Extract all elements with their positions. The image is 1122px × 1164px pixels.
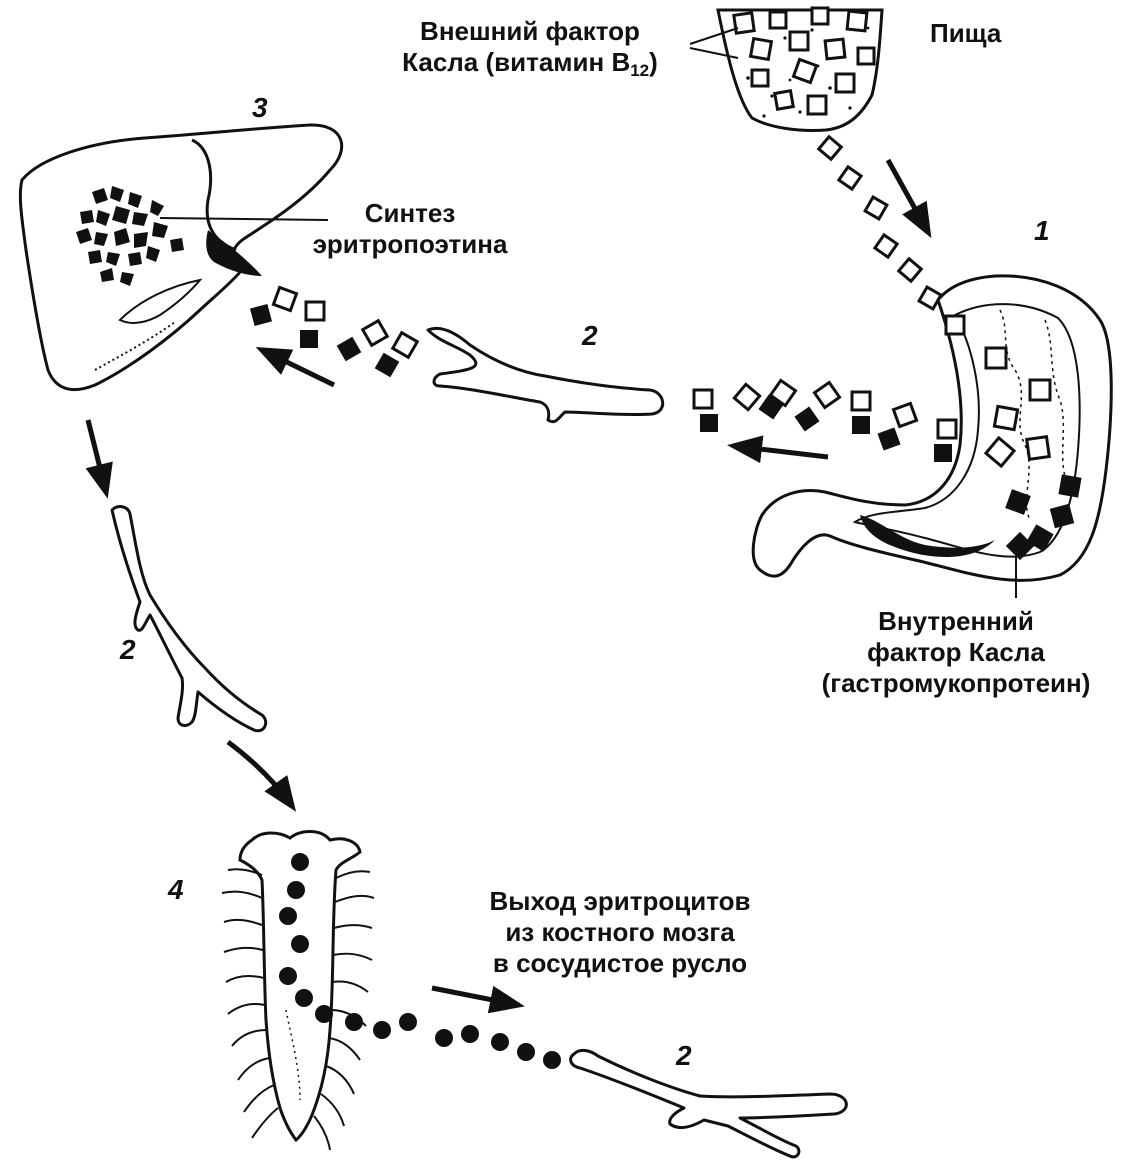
liver-number: 3 bbox=[252, 92, 268, 124]
bone-marrow-illustration bbox=[222, 832, 561, 1151]
food-label: Пища bbox=[930, 18, 1001, 49]
blood-vessel-top bbox=[428, 328, 663, 421]
blood-vessel-left bbox=[112, 507, 266, 731]
internal-factor-label: Внутренний фактор Касла (гастромукопроте… bbox=[806, 606, 1106, 699]
external-factor-subscript: 12 bbox=[630, 61, 649, 80]
vessel-bottom-number: 2 bbox=[676, 1040, 692, 1072]
bone-marrow-number: 4 bbox=[168, 874, 184, 906]
vessel-top-number: 2 bbox=[582, 320, 598, 352]
food-illustration bbox=[718, 8, 882, 131]
external-factor-label: Внешний фактор Касла (витамин B12) bbox=[385, 16, 675, 78]
epo-synthesis-line1: Синтез bbox=[285, 198, 535, 229]
vessel-to-liver-arrow bbox=[262, 350, 334, 385]
rbc-exit-line3: в сосудистое русло bbox=[450, 948, 790, 979]
external-factor-line2-text: Касла (витамин B bbox=[402, 47, 630, 77]
rbc-exit-line2: из костного мозга bbox=[450, 917, 790, 948]
epo-synthesis-label: Синтез эритропоэтина bbox=[285, 198, 535, 260]
vessel-left-number: 2 bbox=[120, 634, 136, 666]
factor-complex-trail-right bbox=[694, 380, 956, 462]
liver-to-vessel-arrow bbox=[88, 420, 106, 492]
rbc-exit-label: Выход эритроцитов из костного мозга в со… bbox=[450, 886, 790, 979]
external-factor-line2-end: ) bbox=[649, 47, 658, 77]
rbc-exit-line1: Выход эритроцитов bbox=[450, 886, 790, 917]
internal-factor-line2: фактор Касла bbox=[806, 637, 1106, 668]
external-factor-line1: Внешний фактор bbox=[385, 16, 675, 47]
internal-factor-line3: (гастромукопротеин) bbox=[806, 668, 1106, 699]
blood-vessel-bottom bbox=[571, 1050, 847, 1157]
external-factor-line2: Касла (витамин B12) bbox=[385, 47, 675, 78]
internal-factor-line1: Внутренний bbox=[806, 606, 1106, 637]
epo-synthesis-line2: эритропоэтина bbox=[285, 229, 535, 260]
food-to-stomach-arrow bbox=[888, 160, 928, 232]
stomach-number: 1 bbox=[1034, 215, 1050, 247]
vessel-to-marrow-arrow bbox=[228, 742, 292, 806]
stomach-illustration bbox=[753, 276, 1111, 598]
marrow-to-vessel-arrow bbox=[432, 988, 518, 1005]
factor-complex-trail-left bbox=[250, 287, 417, 377]
stomach-to-vessel-arrow bbox=[734, 446, 828, 457]
